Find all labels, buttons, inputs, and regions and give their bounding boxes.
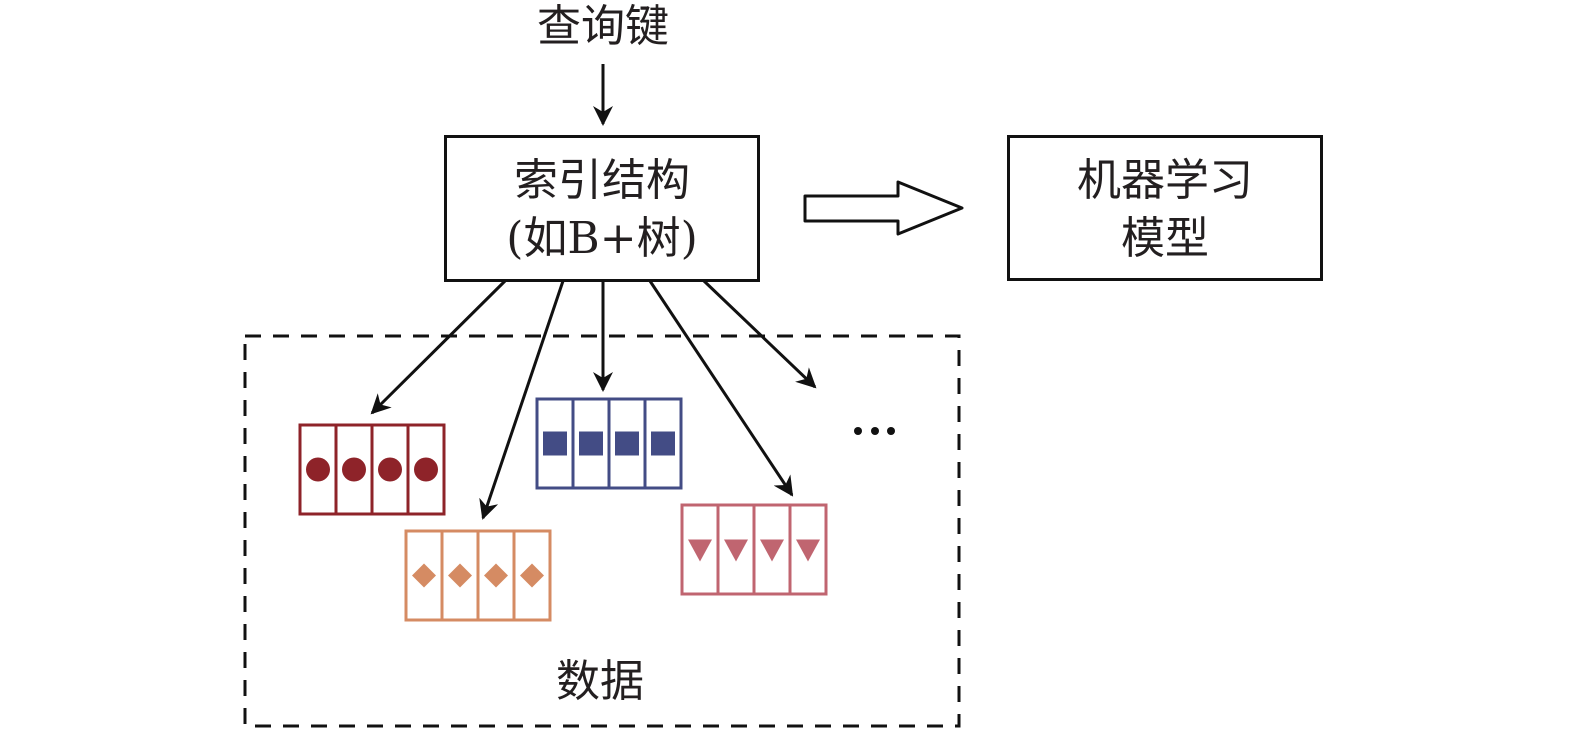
ml-model-box[interactable]: 机器学习 模型 [1007,135,1323,281]
index-arrow-2 [479,280,565,520]
circle-block [298,423,446,516]
index-arrow-5 [702,279,817,389]
index-structure-line2: (如B+树) [506,213,698,264]
diamond-block [404,529,552,622]
index-arrow-4 [648,280,794,497]
square-block [535,397,683,490]
ellipsis-icon [854,427,895,435]
data-label: 数据 [556,656,644,707]
diamond-marker-icon [448,563,472,588]
triangle-marker-icon [796,539,820,562]
diamond-marker-icon [484,563,508,588]
circle-marker-icon [342,457,366,482]
square-marker-icon [651,431,675,456]
triangle-marker-icon [724,539,748,562]
circle-marker-icon [306,457,330,482]
circle-marker-icon [378,457,402,482]
index-arrow-1 [370,279,507,415]
square-marker-icon [543,431,567,456]
diamond-marker-icon [520,563,544,588]
diamond-marker-icon [412,563,436,588]
data-region-border [243,334,961,728]
ml-model-line2: 模型 [1121,213,1209,264]
query-key-label: 查询键 [537,1,669,52]
ml-model-line1: 机器学习 [1077,155,1253,206]
triangle-marker-icon [760,539,784,562]
triangle-marker-icon [688,539,712,562]
square-marker-icon [615,431,639,456]
hollow-arrow-icon [803,180,964,236]
index-structure-line1: 索引结构 [514,155,690,206]
triangle-block [680,503,828,596]
square-marker-icon [579,431,603,456]
circle-marker-icon [414,457,438,482]
index-structure-box[interactable]: 索引结构 (如B+树) [444,135,760,282]
